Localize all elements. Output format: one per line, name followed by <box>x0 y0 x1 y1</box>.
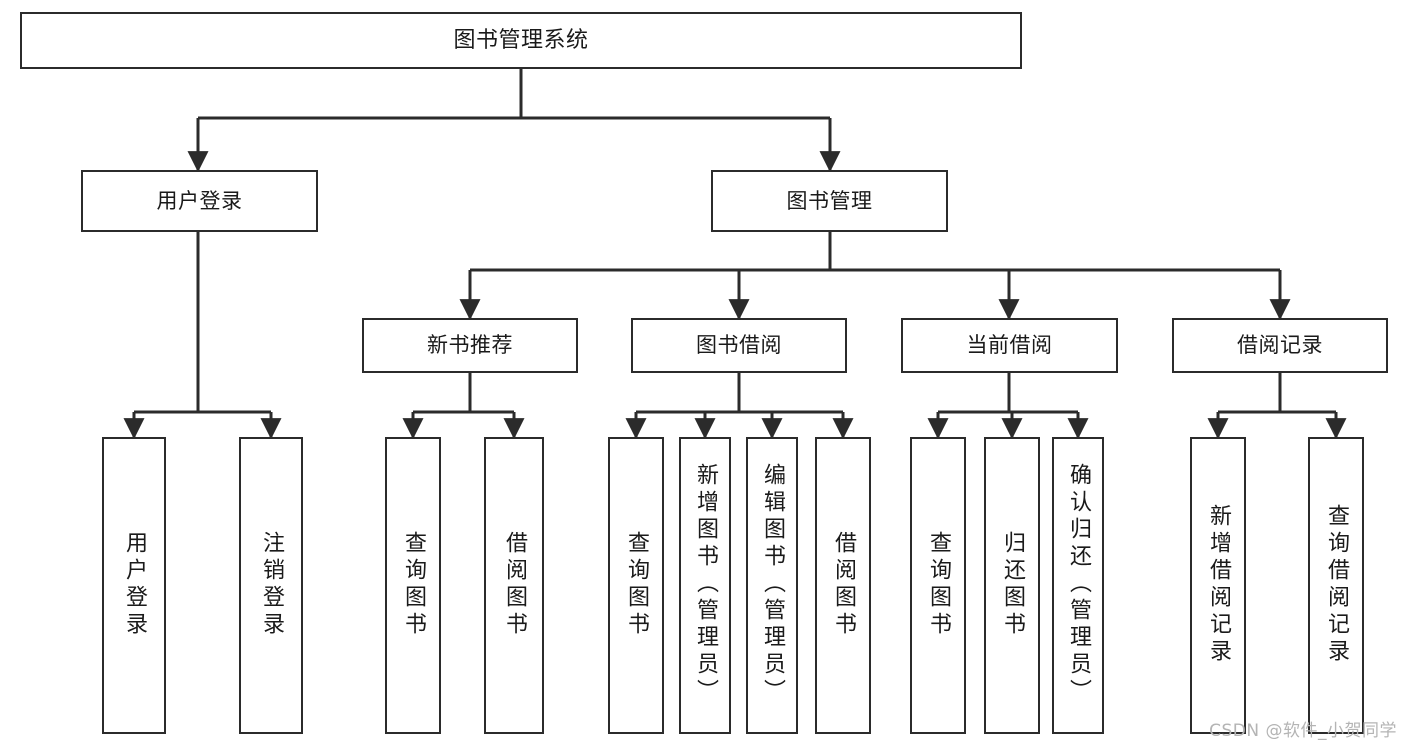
leaf-node-8[interactable]: 查询图书 <box>910 437 966 734</box>
branch-node-2[interactable]: 当前借阅 <box>901 318 1118 373</box>
node-label: 图书管理 <box>786 188 873 213</box>
node-label: 图书借阅 <box>696 333 782 358</box>
leaf-node-10[interactable]: 确认归还（管理员） <box>1052 437 1104 734</box>
leaf-node-2[interactable]: 查询图书 <box>385 437 441 734</box>
leaf-node-4[interactable]: 查询图书 <box>608 437 664 734</box>
node-label: 查询图书 <box>926 530 951 639</box>
leaf-node-1[interactable]: 注销登录 <box>239 437 303 734</box>
node-label: 查询图书 <box>401 530 426 639</box>
node-label: 当前借阅 <box>966 333 1053 358</box>
leaf-node-9[interactable]: 归还图书 <box>984 437 1040 734</box>
watermark: CSDN @软件_小贺同学 <box>1209 721 1397 741</box>
leaf-node-5[interactable]: 新增图书（管理员） <box>679 437 731 734</box>
node-label: 借阅记录 <box>1237 333 1323 358</box>
node-label: 新书推荐 <box>427 333 513 358</box>
node-label: 查询图书 <box>624 530 649 639</box>
leaf-node-12[interactable]: 查询借阅记录 <box>1308 437 1364 734</box>
branch-node-3[interactable]: 借阅记录 <box>1172 318 1388 373</box>
leaf-node-7[interactable]: 借阅图书 <box>815 437 871 734</box>
leaf-node-3[interactable]: 借阅图书 <box>484 437 544 734</box>
node-label: 借阅图书 <box>502 530 527 639</box>
node-label: 编辑图书（管理员） <box>760 463 785 706</box>
branch-node-0[interactable]: 用户登录 <box>81 170 318 232</box>
node-root[interactable]: 图书管理系统 <box>20 12 1022 69</box>
node-label: 查询借阅记录 <box>1324 503 1349 666</box>
leaf-node-11[interactable]: 新增借阅记录 <box>1190 437 1246 734</box>
branch-node-1[interactable]: 图书借阅 <box>631 318 847 373</box>
node-label: 图书管理系统 <box>453 27 589 53</box>
leaf-node-6[interactable]: 编辑图书（管理员） <box>746 437 798 734</box>
node-label: 注销登录 <box>259 530 284 639</box>
branch-node-0[interactable]: 新书推荐 <box>362 318 578 373</box>
node-label: 用户登录 <box>156 188 243 213</box>
branch-node-1[interactable]: 图书管理 <box>711 170 948 232</box>
node-label: 用户登录 <box>122 530 147 639</box>
node-label: 确认归还（管理员） <box>1066 463 1091 706</box>
node-label: 新增图书（管理员） <box>693 463 718 706</box>
node-label: 新增借阅记录 <box>1206 503 1231 666</box>
node-label: 借阅图书 <box>831 530 856 639</box>
node-label: 归还图书 <box>1000 530 1025 639</box>
leaf-node-0[interactable]: 用户登录 <box>102 437 166 734</box>
